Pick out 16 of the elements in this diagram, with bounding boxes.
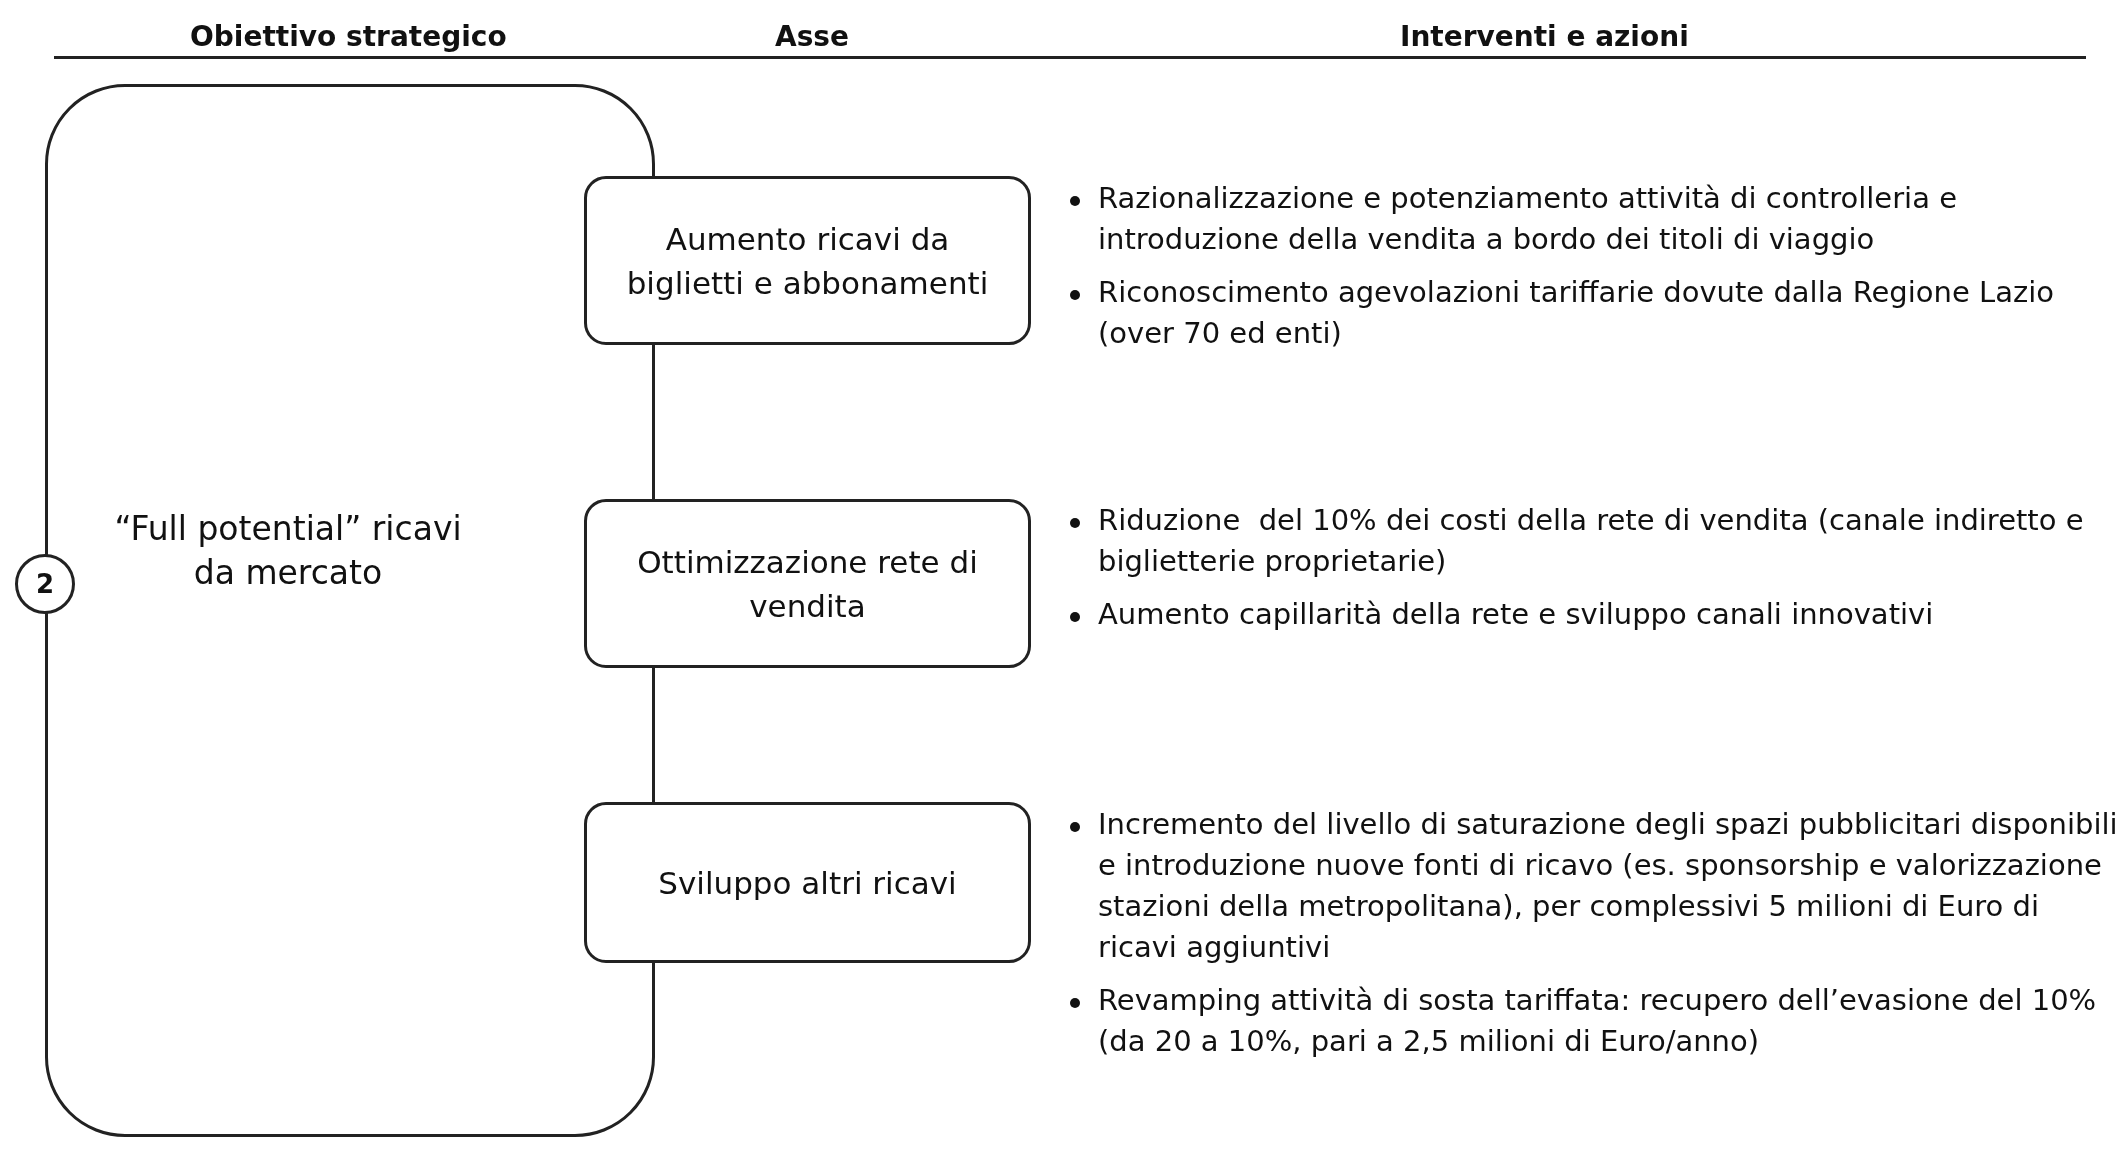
action-text: Incremento del livello di saturazione degli spazi pubblicitari disponibili e introduzione nuove fonti di ricavo (es. sponsorship e valorizzazione stazioni della metropolitana), per complessivi 5 milioni di Euro di ricavi aggiuntivi bbox=[1098, 806, 2119, 966]
axis-box bbox=[584, 802, 1031, 963]
axis-box bbox=[584, 176, 1031, 345]
node-text: Aumento ricavi da biglietti e abbonamenti bbox=[625, 219, 990, 303]
action-text: Aumento capillarità della rete e sviluppo canali innovativi bbox=[1098, 596, 1934, 633]
column-header: Asse bbox=[775, 19, 849, 55]
node-text: Sviluppo altri ricavi bbox=[658, 863, 957, 903]
column-header: Interventi e azioni bbox=[1400, 19, 1689, 55]
node-text: “Full potential” ricavi da mercato bbox=[114, 509, 462, 592]
axis-box bbox=[584, 499, 1031, 668]
action-text: Revamping attività di sosta tariffata: recupero dell’evasione del 10% (da 20 a 10%, pari a 2,5 milioni di Euro/anno) bbox=[1098, 982, 2098, 1060]
action-text: Riconoscimento agevolazioni tariffarie dovute dalla Regione Lazio (over 70 ed enti) bbox=[1098, 274, 2055, 352]
action-text: Razionalizzazione e potenziamento attività di controlleria e introduzione della vendita a bordo dei titoli di viaggio bbox=[1098, 180, 1958, 258]
node-text: Ottimizzazione rete di vendita bbox=[636, 542, 979, 626]
column-header: Obiettivo strategico bbox=[190, 19, 507, 55]
action-text: Riduzione del 10% dei costi della rete di vendita (canale indiretto e biglietterie proprietarie) bbox=[1098, 502, 2085, 580]
